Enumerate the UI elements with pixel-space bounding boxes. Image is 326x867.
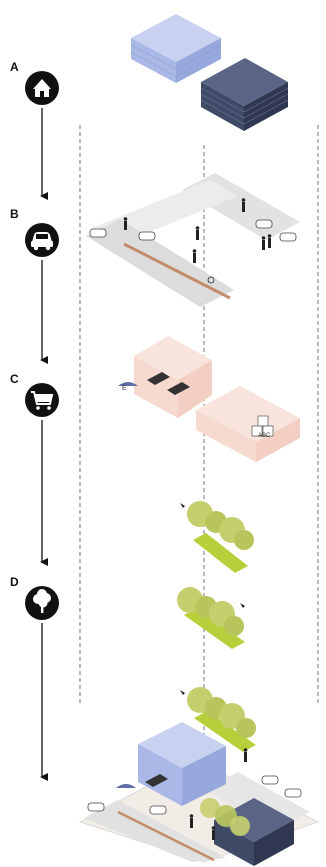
green-strip-1: [180, 501, 254, 573]
layer-streets: [86, 173, 300, 307]
shop-sign: E: [122, 385, 127, 392]
green-strip-2: [177, 587, 245, 649]
layer-greenery: [177, 501, 256, 752]
housing-block-dark: [201, 58, 288, 131]
layer-housing: [131, 14, 288, 131]
tree-icon: [25, 586, 59, 620]
car-icon: [25, 223, 59, 257]
layer-combined: [80, 722, 318, 866]
house-icon: [25, 71, 59, 105]
housing-block-light: [131, 14, 221, 83]
flow-column: [25, 71, 59, 777]
shopping-cart-icon: [25, 383, 59, 417]
school-letters: ABC: [258, 433, 271, 439]
layer-commerce: E ABC: [118, 336, 300, 462]
